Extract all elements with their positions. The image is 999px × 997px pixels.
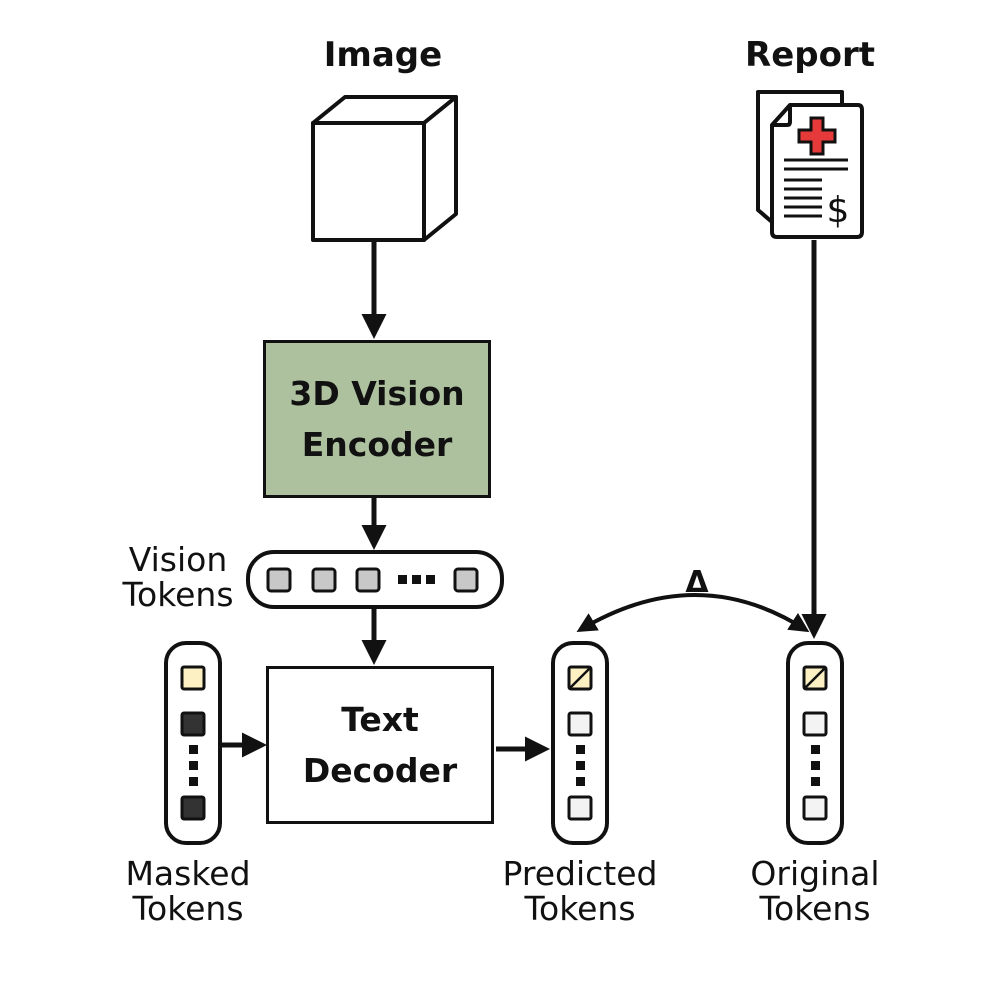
predicted-tokens-label: Predicted Tokens (475, 854, 685, 928)
encoder-line-2: Encoder (301, 425, 453, 464)
vision-tokens-line-1: Vision (128, 540, 228, 579)
predicted-tokens-line-2: Tokens (524, 888, 636, 928)
vision-tokens-pill (246, 550, 504, 609)
original-tokens-line-1: Original (750, 854, 880, 893)
delta-symbol: Δ (685, 565, 709, 600)
vision-tokens-line-2: Tokens (122, 574, 234, 614)
decoder-line-1: Text (341, 699, 419, 739)
report-label: Report (745, 35, 875, 75)
arrows (222, 240, 827, 762)
currency-symbol: $ (827, 190, 850, 231)
vision-tokens-label: Vision Tokens (108, 540, 248, 614)
delta-comparison-arrow (576, 593, 810, 633)
original-tokens-line-2: Tokens (759, 888, 871, 928)
report-text-lines (784, 158, 848, 218)
masked-tokens-line-1: Masked (125, 854, 251, 893)
masked-tokens-line-2: Tokens (132, 888, 244, 928)
decoder-line-2: Decoder (302, 751, 458, 790)
predicted-tokens-line-1: Predicted (502, 854, 658, 893)
masked-tokens-label: Masked Tokens (100, 854, 276, 928)
predicted-tokens-column (551, 641, 609, 845)
image-cube-icon (311, 95, 458, 242)
original-tokens-label: Original Tokens (720, 854, 910, 928)
vision-encoder-block: 3D Vision Encoder (263, 340, 491, 498)
medical-cross-icon (797, 116, 837, 156)
original-tokens-column (786, 641, 844, 845)
image-label: Image (323, 35, 443, 75)
masked-tokens-column (164, 641, 222, 845)
text-decoder-block: Text Decoder (266, 666, 494, 824)
encoder-line-1: 3D Vision (289, 373, 465, 413)
